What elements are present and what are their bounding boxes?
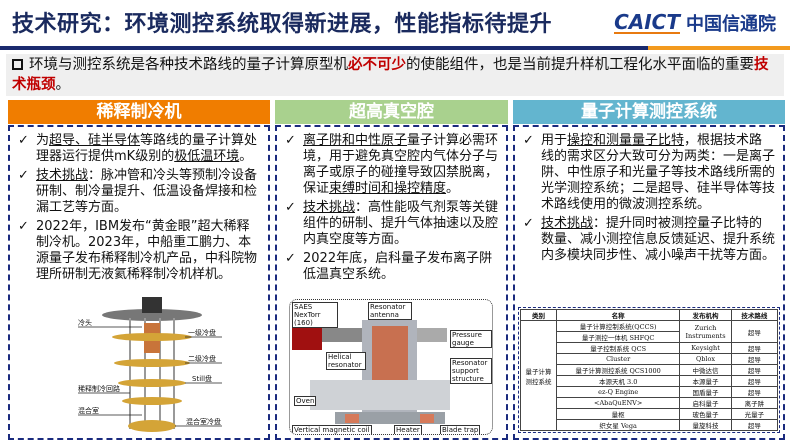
vacuum-chamber-figure: SAES NexTorr (160) Resonator antenna Hel… xyxy=(289,299,493,435)
intro-box: 环境与测控系统是各种技术路线的量子计算原型机必不可少的使能组件，也是当前提升样机… xyxy=(6,54,784,96)
figure-label: 二级冷盘 xyxy=(188,354,216,363)
figure-label: 一级冷盘 xyxy=(188,328,216,337)
check-icon: ✓ xyxy=(285,251,296,266)
list-item: ✓为超导、硅半导体等路线的量子计算处理器运行提供mK级别的极低温环境。 xyxy=(18,133,258,164)
figure-label: Pressure gauge xyxy=(450,330,492,348)
column-header-dilution-refrigerator: 稀释制冷机 xyxy=(8,100,270,124)
check-icon: ✓ xyxy=(285,133,296,148)
title-divider xyxy=(0,46,790,50)
table-row: <AbaQuENV>启科量子离子阱 xyxy=(521,397,779,409)
list-item: ✓技术挑战：提升同时被测控量子比特的数量、减小测控信息反馈延迟、提升系统内多模块… xyxy=(523,216,776,263)
table-row: 量枢玻色量子光量子 xyxy=(521,408,779,420)
figure-label: 混合室 xyxy=(78,406,99,415)
figure-label: Helical resonator xyxy=(326,352,366,370)
figure-labels: 冷头 一级冷盘 二级冷盘 Still盘 稀释制冷回路 混合室 混合室冷盘 xyxy=(78,318,221,426)
figure-label: Vertical magnetic coil xyxy=(292,425,372,434)
list-item: ✓2022年，IBM发布“黄金眼”超大稀释制冷机。2023年，中船重工鹏力、本源… xyxy=(18,219,258,282)
list-item: ✓离子阱和中性原子量子计算必需环境，用于避免真空腔内气体分子与离子或原子的碰撞导… xyxy=(285,133,499,196)
figure-label: 冷头 xyxy=(78,318,92,327)
page-title: 技术研究：环境测控系统取得新进展，性能指标待提升 xyxy=(12,12,553,37)
check-icon: ✓ xyxy=(523,133,534,148)
check-icon: ✓ xyxy=(285,200,296,215)
square-bullet-icon xyxy=(12,59,23,70)
control-system-table: 类别 名称 发布机构 技术路线 量子计算测控系统量子计算控制系统(QCCS)Zu… xyxy=(518,307,780,433)
figure-label: Oven xyxy=(294,396,317,406)
check-icon: ✓ xyxy=(18,219,29,234)
vacuum-chamber-panel: ✓离子阱和中性原子量子计算必需环境，用于避免真空腔内气体分子与离子或原子的碰撞导… xyxy=(275,125,508,440)
figure-label: Still盘 xyxy=(192,374,212,383)
figure-label: Blade trap xyxy=(440,425,481,434)
figure-label: 稀释制冷回路 xyxy=(78,384,120,393)
check-icon: ✓ xyxy=(18,168,29,183)
dilution-refrigerator-figure xyxy=(78,297,222,432)
figure-label: Heater xyxy=(394,425,422,434)
check-icon: ✓ xyxy=(18,133,29,148)
figure-label: 混合室冷盘 xyxy=(186,417,221,426)
table-row: 量子计算测控系统量子计算控制系统(QCCS)Zurich Instruments… xyxy=(520,320,779,431)
figure-label: SAES NexTorr (160) xyxy=(292,302,338,328)
list-item: ✓技术挑战：脉冲管和冷头等预制冷设备研制、制冷量提升、低温设备焊接和检漏工艺等方… xyxy=(18,168,258,215)
figure-label: Resonator support structure xyxy=(450,358,492,384)
column-header-vacuum-chamber: 超高真空腔 xyxy=(275,100,508,124)
dilution-refrigerator-panel: ✓为超导、硅半导体等路线的量子计算处理器运行提供mK级别的极低温环境。 ✓技术挑… xyxy=(8,125,270,440)
list-item: ✓用于操控和测量量子比特，根据技术路线的需求区分大致可分为两类：一是离子阱、中性… xyxy=(523,133,776,212)
column-header-control-system: 量子计算测控系统 xyxy=(513,100,785,124)
list-item: ✓2022年底，启科量子发布离子阱低温真空系统。 xyxy=(285,251,493,282)
control-system-panel: ✓用于操控和测量量子比特，根据技术路线的需求区分大致可分为两类：一是离子阱、中性… xyxy=(513,125,785,440)
check-icon: ✓ xyxy=(523,216,534,231)
figure-label: Resonator antenna xyxy=(368,302,412,320)
list-item: ✓技术挑战：高性能吸气剂泵等关键组件的研制、提升气体抽速以及腔内真空度等方面。 xyxy=(285,200,499,247)
